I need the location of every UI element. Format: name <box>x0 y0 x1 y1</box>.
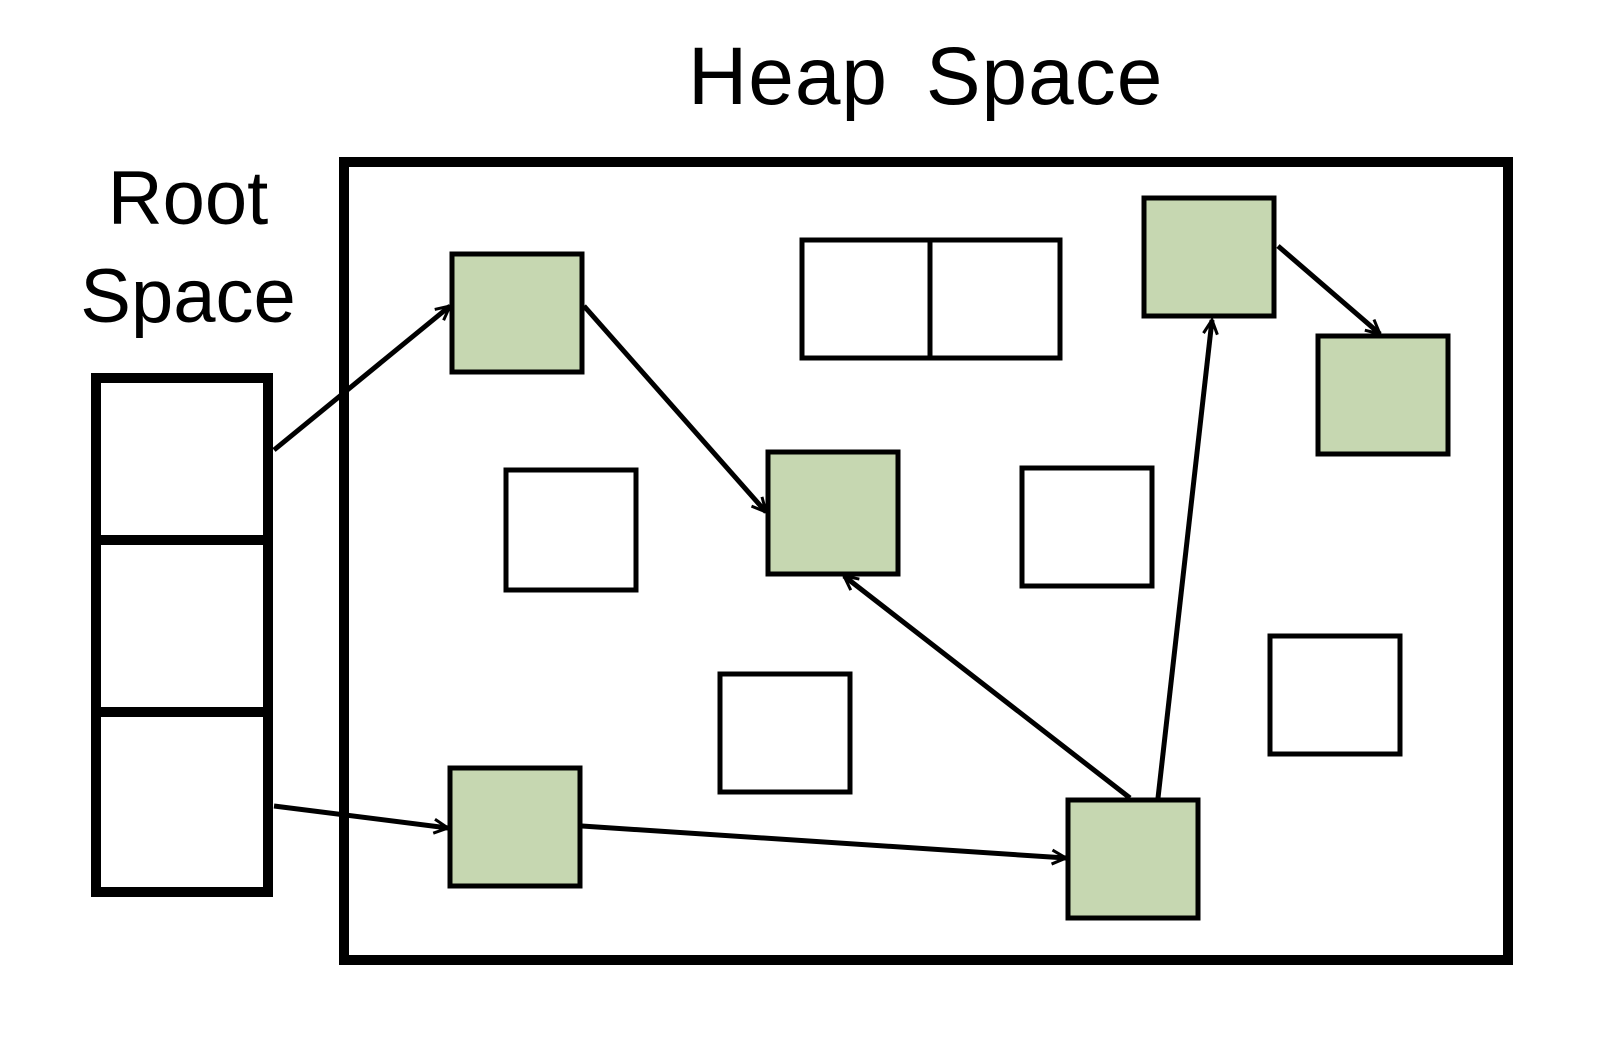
root-space-title-line1: Root <box>107 156 269 241</box>
ref-obj-f-to-obj-c <box>844 576 1132 800</box>
ref-root3-to-obj-e <box>273 803 448 828</box>
obj-l <box>1267 633 1403 757</box>
obj-h <box>927 237 1063 361</box>
root-space-title: Root Space <box>58 150 318 346</box>
obj-b <box>1141 195 1277 319</box>
ref-obj-a-to-obj-c <box>582 304 766 512</box>
reference-arrows <box>272 244 1380 858</box>
root-slot-2 <box>91 535 273 717</box>
root-slot-1 <box>91 373 273 545</box>
obj-g <box>799 237 935 361</box>
ref-obj-e-to-obj-f <box>581 823 1066 858</box>
root-space-title-line2: Space <box>80 254 296 339</box>
obj-k <box>717 671 853 795</box>
obj-j <box>1019 465 1155 589</box>
obj-i <box>503 467 639 593</box>
ref-obj-f-to-obj-b <box>1155 320 1212 799</box>
heap-space-container <box>339 157 1513 965</box>
root-slot-3 <box>91 707 273 897</box>
root-space-stack <box>91 373 273 897</box>
obj-a <box>449 251 585 375</box>
obj-e <box>447 765 583 889</box>
ref-root1-to-obj-a <box>272 306 450 452</box>
obj-c <box>765 449 901 577</box>
ref-obj-b-to-obj-d <box>1276 244 1380 334</box>
obj-d <box>1315 333 1451 457</box>
heap-space-title: Heap Space <box>688 31 1164 122</box>
obj-f <box>1065 797 1201 921</box>
